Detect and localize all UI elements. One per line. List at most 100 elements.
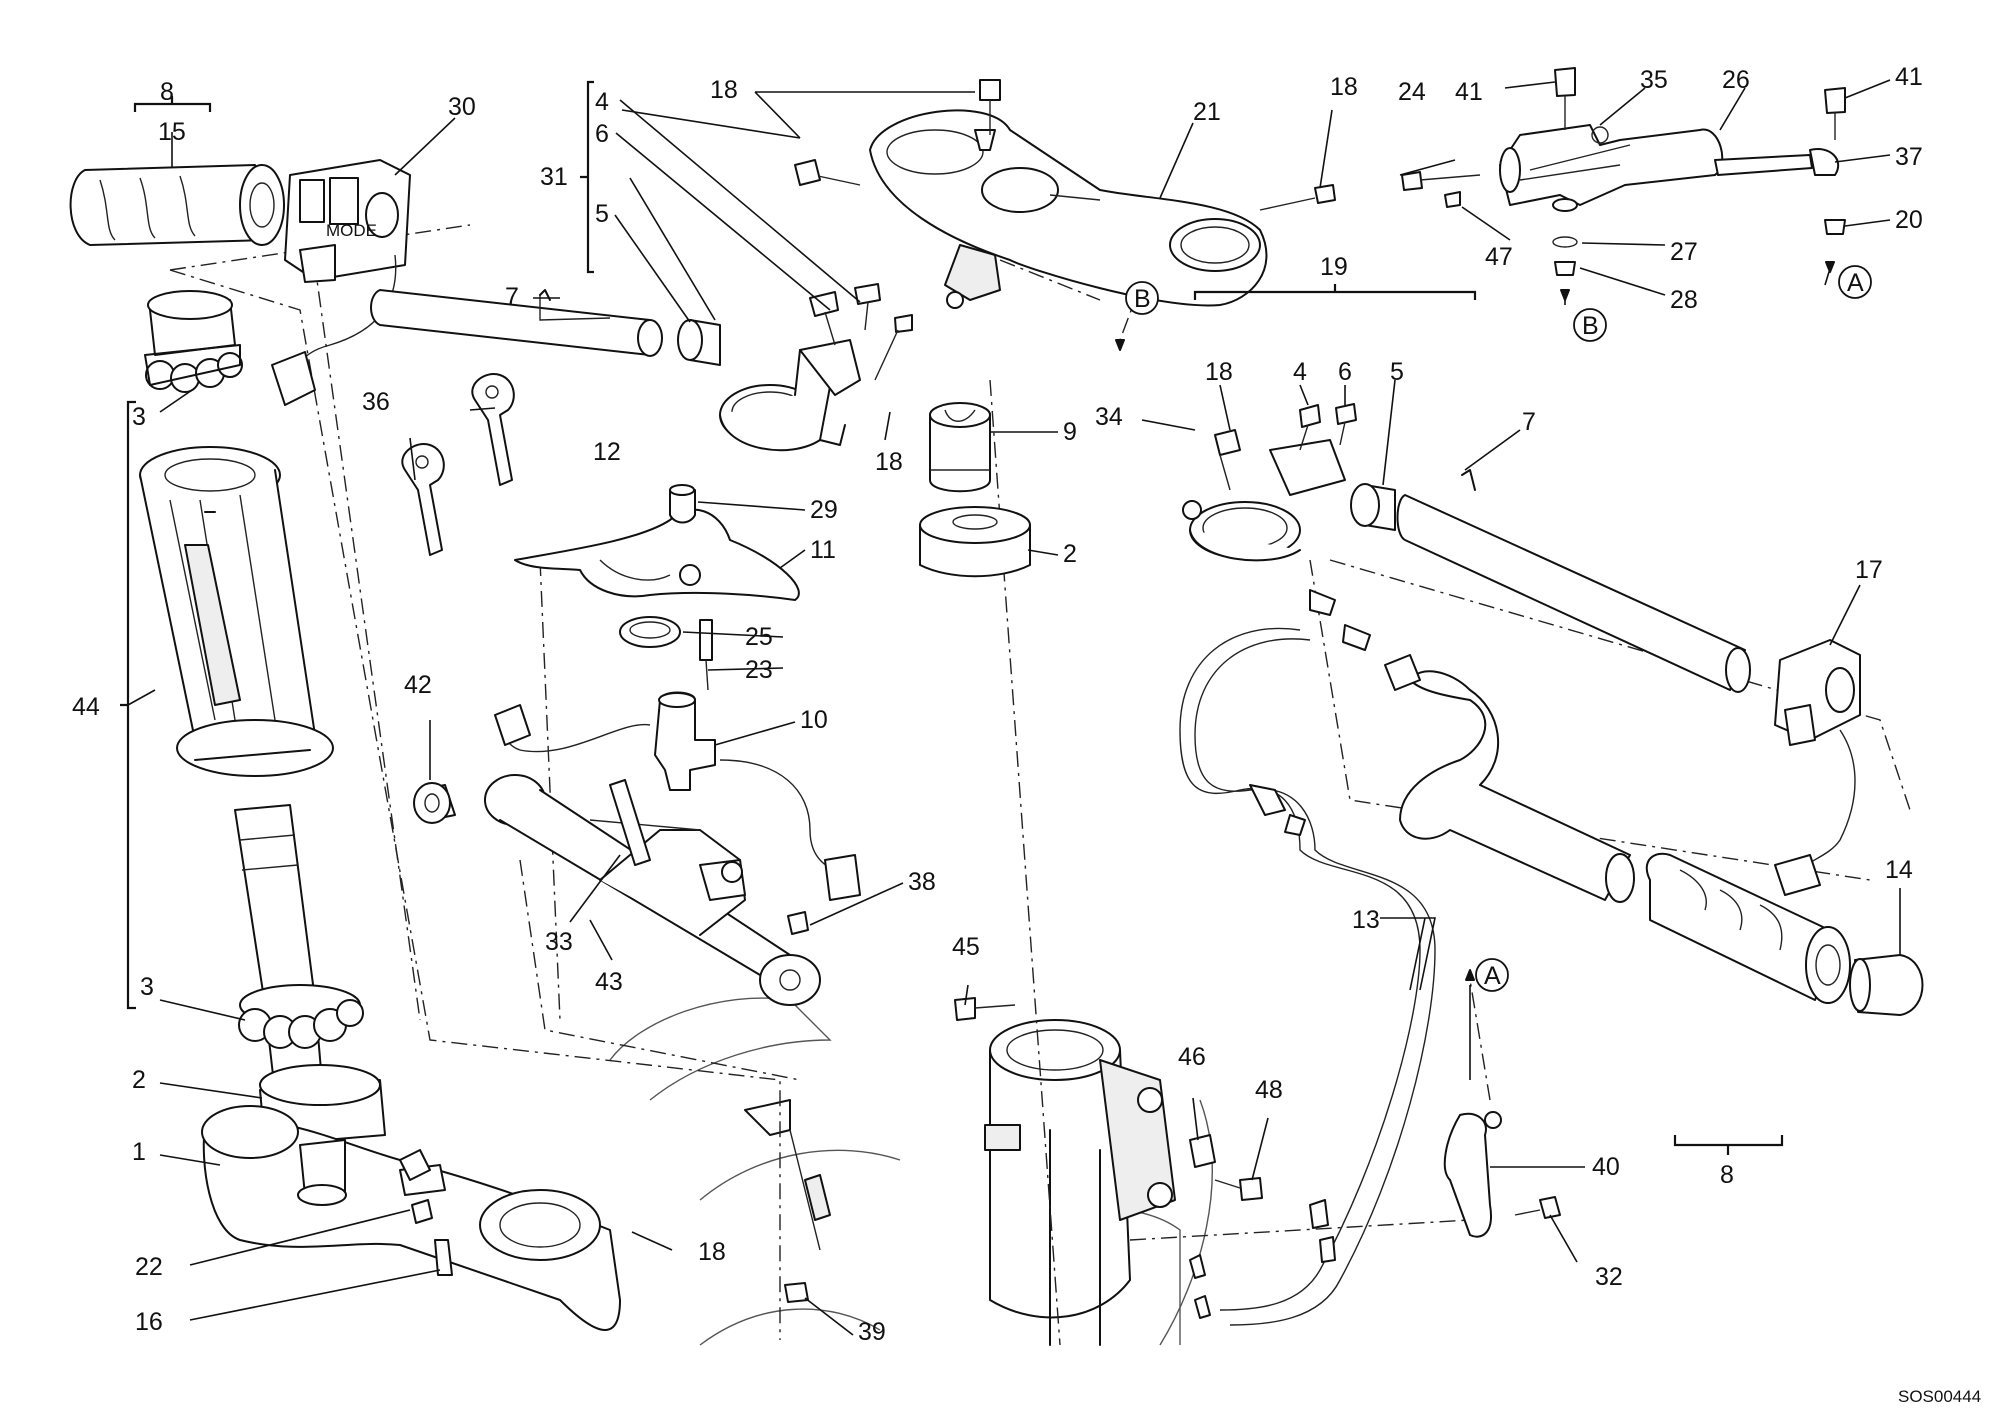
callout-33: 33: [545, 928, 573, 956]
bottom-yoke: [201, 1105, 621, 1331]
callout-32: 32: [1595, 1263, 1623, 1291]
callout-20: 20: [1895, 206, 1923, 234]
assembly-lines: [169, 224, 1911, 1346]
bolt-32: [1514, 1196, 1561, 1219]
left-switch-gear: MODE: [271, 159, 411, 406]
callout-22: 22: [135, 1253, 163, 1281]
callout-11: 11: [810, 536, 836, 564]
callout-10: 10: [800, 706, 828, 734]
callout-18-top-right: 18: [1330, 73, 1358, 101]
ignition-harness: [494, 691, 861, 901]
key-36: [401, 443, 445, 556]
callout-2-top: 2: [1063, 540, 1077, 568]
callout-9: 9: [1063, 418, 1077, 446]
callout-8-top: 8: [160, 78, 174, 106]
bushing-42: [413, 782, 456, 824]
left-handlebar-clamp: [719, 339, 861, 452]
ignition-barrel: [929, 402, 991, 493]
callout-3-top: 3: [132, 403, 146, 431]
svg-text:B: B: [1134, 285, 1151, 313]
callout-48: 48: [1255, 1076, 1283, 1104]
callout-6-left: 6: [595, 120, 609, 148]
svg-text:B: B: [1582, 312, 1599, 340]
callout-47: 47: [1485, 243, 1513, 271]
callout-38: 38: [908, 868, 936, 896]
right-clamp-screws: [1299, 403, 1357, 451]
upper-bearing: [144, 290, 243, 393]
callout-8-bottom: 8: [1720, 1161, 1734, 1189]
reference-arrows: [1115, 261, 1835, 981]
callout-5-right: 5: [1390, 358, 1404, 386]
clip-25: [619, 616, 681, 648]
cable-bracket-40: [1443, 1111, 1502, 1238]
lower-bearing: [238, 984, 364, 1049]
bolt-45: [954, 997, 1016, 1021]
callout-numbers: 8 15 30 3 44 3 2 1 22 16 18 39 7 12 36 1…: [72, 63, 1923, 1346]
ref-a-bracket: A: [1475, 958, 1509, 992]
callout-21: 21: [1193, 98, 1221, 126]
svg-text:A: A: [1484, 962, 1501, 990]
callout-34: 34: [1095, 403, 1123, 431]
key-12: [471, 373, 515, 486]
right-grip: [1645, 852, 1851, 1004]
bolt-48: [1214, 1177, 1263, 1201]
right-switch-gear: [1774, 639, 1861, 896]
braces: [120, 80, 1784, 1155]
bolt-46: [1189, 1134, 1216, 1168]
top-yoke-bolts: [794, 79, 1336, 211]
left-handlebar-tube: [370, 289, 663, 357]
pinch-bolt: [399, 1149, 453, 1276]
callout-35: 35: [1640, 66, 1668, 94]
left-grip: [69, 164, 285, 246]
callout-28: 28: [1670, 286, 1698, 314]
frame-outline: [609, 997, 1213, 1346]
callout-6-right: 6: [1338, 358, 1352, 386]
throttle-cables: [1179, 589, 1436, 1326]
callout-41-left: 41: [1455, 78, 1483, 106]
screw-23: [699, 619, 713, 691]
steering-stem-guard: [139, 446, 334, 777]
right-handlebar-tube: [1396, 469, 1751, 693]
ref-a-top: A: [1838, 265, 1872, 299]
steering-head-tube: [989, 1049, 1131, 1319]
nut-38: [787, 911, 809, 935]
callout-18-clamp: 18: [875, 448, 903, 476]
top-yoke: [869, 109, 1268, 309]
callout-4-right: 4: [1293, 358, 1307, 386]
callout-44: 44: [72, 693, 100, 721]
bar-end-14: [1849, 954, 1924, 1016]
callout-7-left: 7: [505, 283, 519, 311]
nut-39: [784, 1282, 809, 1303]
callout-46: 46: [1178, 1043, 1206, 1071]
callout-5-left: 5: [595, 200, 609, 228]
callout-19: 19: [1320, 253, 1348, 281]
callout-24: 24: [1398, 78, 1426, 106]
drawing-code: SOS00444: [1898, 1387, 1981, 1406]
callout-18-top-left: 18: [710, 76, 738, 104]
callout-42: 42: [404, 671, 432, 699]
callout-17: 17: [1855, 556, 1883, 584]
bolt-33: [609, 779, 651, 866]
callout-23: 23: [745, 656, 773, 684]
throttle-tube: [1384, 654, 1635, 903]
callout-26: 26: [1722, 66, 1750, 94]
leader-lines: [127, 79, 1901, 1336]
callout-3-bottom: 3: [140, 973, 154, 1001]
callout-40: 40: [1592, 1153, 1620, 1181]
callout-29: 29: [810, 496, 838, 524]
damper-bracket: [484, 774, 821, 1006]
callout-7-right: 7: [1522, 408, 1536, 436]
callout-27: 27: [1670, 238, 1698, 266]
callout-18-right: 18: [1205, 358, 1233, 386]
fairing-cover: [514, 508, 800, 601]
callout-25: 25: [745, 623, 773, 651]
mode-label: MODE: [326, 221, 377, 240]
callout-41-right: 41: [1895, 63, 1923, 91]
callout-18-yoke: 18: [698, 1238, 726, 1266]
callout-31: 31: [540, 163, 568, 191]
callout-13: 13: [1352, 906, 1380, 934]
ref-b-top: B: [1573, 308, 1607, 342]
left-bushing: [677, 319, 721, 366]
callout-14: 14: [1885, 856, 1913, 884]
